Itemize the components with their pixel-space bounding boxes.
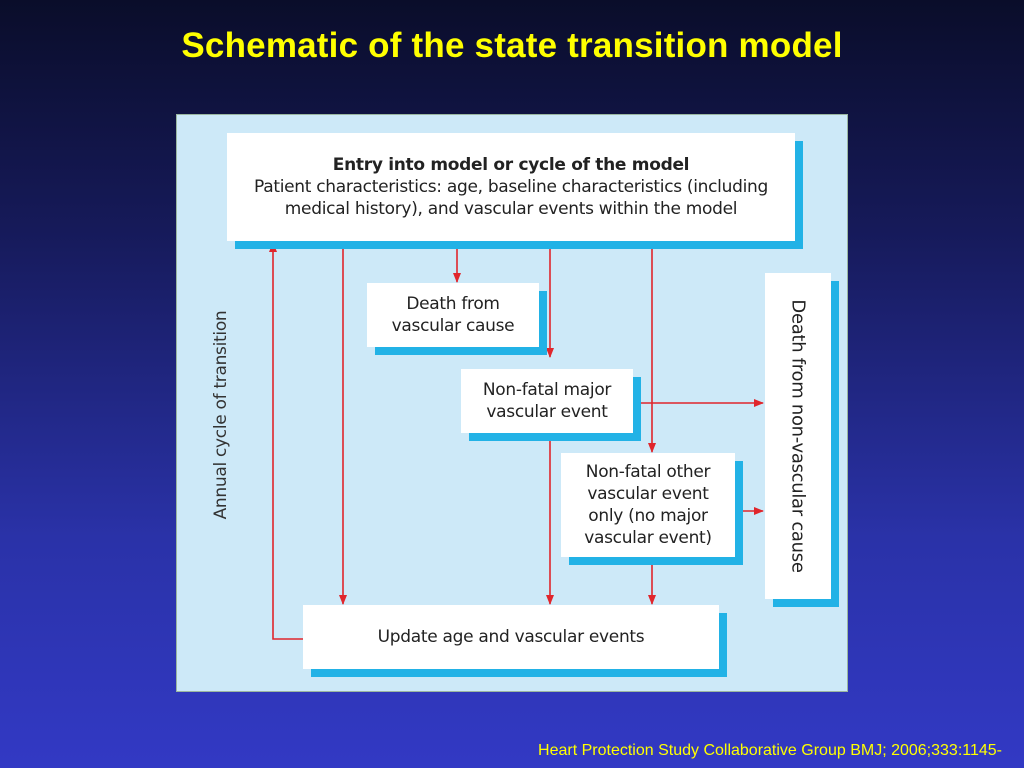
entry-box: Entry into model or cycle of the model P… (227, 133, 795, 241)
nonfatal-other-box: Non-fatal other vascular event only (no … (561, 453, 735, 557)
death-vascular-line2: vascular cause (391, 316, 515, 336)
death-nonvascular-box: Death from non-vascular cause (765, 273, 831, 599)
slide-title: Schematic of the state transition model (181, 26, 843, 65)
nonfatal-major-box: Non-fatal major vascular event (461, 369, 633, 433)
nonfatal-other-line3: only (no major (588, 506, 708, 526)
cycle-label: Annual cycle of transition (211, 310, 231, 520)
death-vascular-box: Death from vascular cause (367, 283, 539, 347)
nonfatal-other-line1: Non-fatal other (585, 462, 711, 482)
nonfatal-major-line2: vascular event (486, 402, 608, 422)
entry-box-heading: Entry into model or cycle of the model (332, 155, 690, 175)
entry-box-line1: Patient characteristics: age, baseline c… (254, 177, 768, 197)
diagram-panel: Entry into model or cycle of the model P… (176, 114, 848, 692)
nonfatal-other-line4: vascular event) (584, 528, 712, 548)
entry-box-line2: medical history), and vascular events wi… (284, 199, 738, 219)
death-vascular-line1: Death from (406, 294, 500, 314)
arrow-cycle-loop (269, 242, 303, 640)
nonfatal-other-line2: vascular event (587, 484, 709, 504)
death-nonvascular-label: Death from non-vascular cause (788, 299, 809, 573)
citation: Heart Protection Study Collaborative Gro… (538, 742, 1002, 759)
update-box-label: Update age and vascular events (377, 627, 645, 647)
nonfatal-major-line1: Non-fatal major (482, 380, 612, 400)
update-box: Update age and vascular events (303, 605, 719, 669)
arrow-layer (269, 241, 764, 640)
